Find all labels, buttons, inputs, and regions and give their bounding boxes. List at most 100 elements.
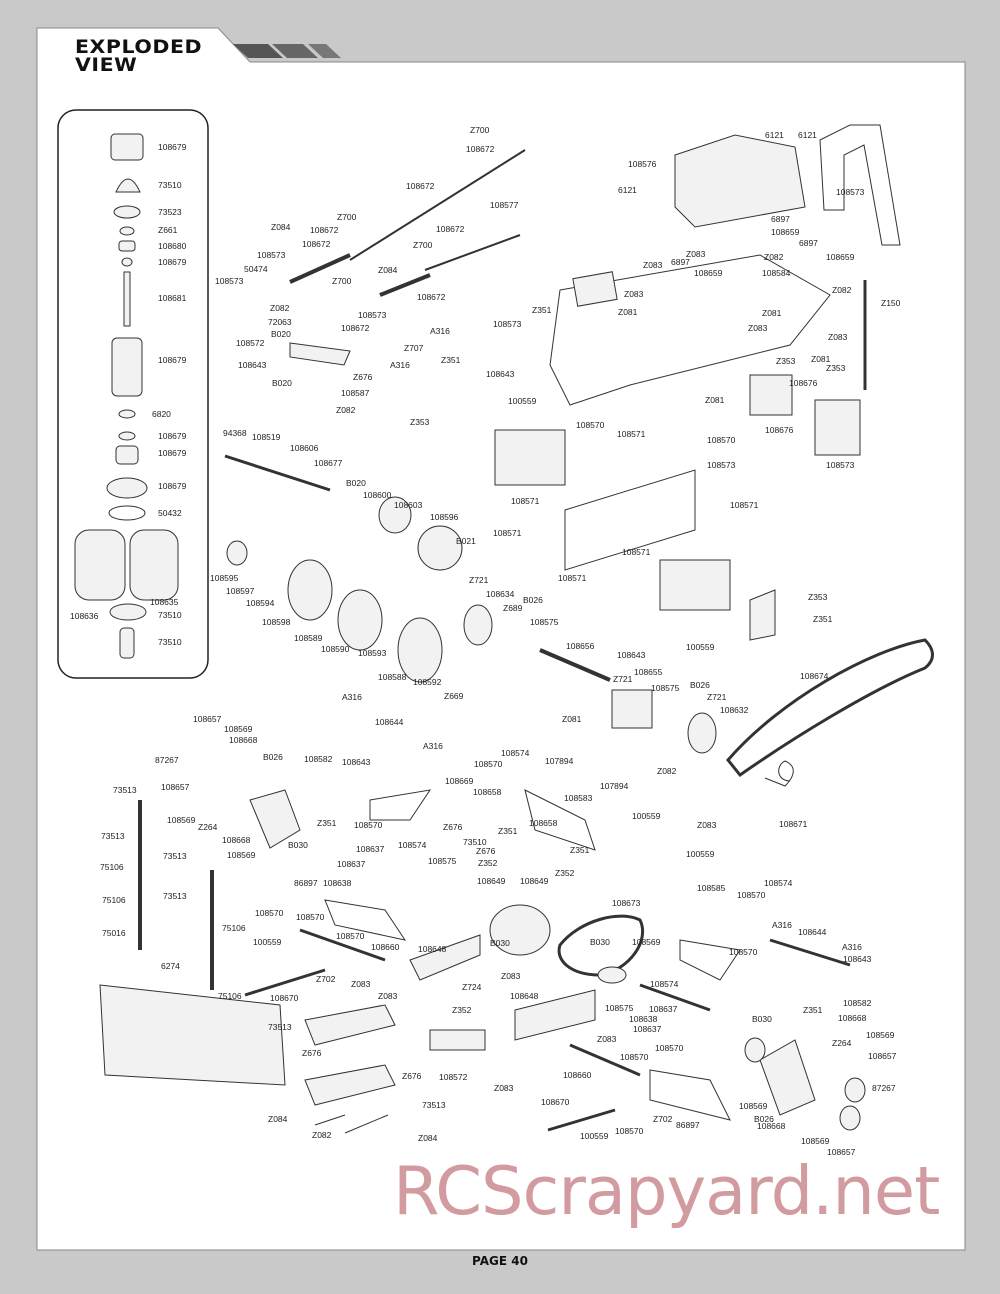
part-number-label: 108569: [224, 724, 253, 734]
part-number-label: Z082: [832, 285, 852, 295]
part-number-label: 108569: [739, 1101, 768, 1111]
link-rod: [349, 149, 526, 261]
part-number-label: Z351: [317, 818, 337, 828]
part-number-label: 108570: [255, 908, 284, 918]
part-number-label: 108583: [564, 793, 593, 803]
part-number-label: Z352: [555, 868, 575, 878]
part-number-label: 108668: [229, 735, 258, 745]
part-number-label: Z721: [469, 575, 489, 585]
part-number-label: B026: [690, 680, 710, 690]
part-number-label: 73510: [158, 180, 182, 190]
part-number-label: Z351: [498, 826, 518, 836]
part-number-label: Z707: [404, 343, 424, 353]
shock-washer: [113, 205, 141, 219]
part-number-label: Z083: [643, 260, 663, 270]
part-number-label: 108679: [158, 257, 187, 267]
part-number-label: 108575: [651, 683, 680, 693]
part-number-label: 50432: [158, 508, 182, 518]
part-number-label: 108634: [486, 589, 515, 599]
part-number-label: 86897: [294, 878, 318, 888]
shock-collar: [106, 477, 148, 499]
chassis-plate-upper: [549, 254, 831, 406]
rear-lower-arm: [649, 1069, 731, 1121]
part-number-label: 108672: [436, 224, 465, 234]
part-number-label: 108658: [529, 818, 558, 828]
part-number-label: Z353: [826, 363, 846, 373]
upper-arm: [524, 789, 596, 851]
part-number-label: 108569: [167, 815, 196, 825]
part-number-label: 108571: [511, 496, 540, 506]
part-number-label: 100559: [580, 1131, 609, 1141]
part-number-label: Z083: [501, 971, 521, 981]
part-number-label: B021: [456, 536, 476, 546]
part-number-label: Z084: [271, 222, 291, 232]
part-number-label: A316: [842, 942, 862, 952]
part-number-label: 108648: [418, 944, 447, 954]
part-number-label: 108635: [150, 597, 179, 607]
part-number-label: Z689: [503, 603, 523, 613]
part-number-label: 108570: [615, 1126, 644, 1136]
part-number-label: 108636: [70, 611, 99, 621]
belt-tensioner-spring: [764, 760, 794, 787]
part-number-label: Z676: [353, 372, 373, 382]
part-number-label: Z083: [494, 1083, 514, 1093]
part-number-label: 108672: [310, 225, 339, 235]
part-number-label: 75106: [222, 923, 246, 933]
part-number-label: 108679: [158, 481, 187, 491]
part-number-label: 75106: [218, 991, 242, 1001]
brake-disc: [287, 559, 333, 621]
part-number-label: 108643: [238, 360, 267, 370]
link-rod: [424, 234, 521, 271]
part-number-label: Z702: [653, 1114, 673, 1124]
part-number-label: 108595: [210, 573, 239, 583]
shock-piston: [115, 445, 139, 465]
part-number-label: Z351: [803, 1005, 823, 1015]
part-number-label: B026: [523, 595, 543, 605]
part-number-label: 73510: [158, 610, 182, 620]
part-number-label: 108569: [801, 1136, 830, 1146]
shock-parts-panel: [57, 109, 209, 679]
brake-disc: [337, 589, 383, 651]
part-number-label: Z083: [697, 820, 717, 830]
part-number-label: 108655: [634, 667, 663, 677]
part-number-label: 108676: [765, 425, 794, 435]
part-number-label: 108680: [158, 241, 187, 251]
part-number-label: 100559: [686, 849, 715, 859]
part-number-label: Z721: [707, 692, 727, 702]
part-number-label: Z083: [748, 323, 768, 333]
header-accent-bar: [272, 44, 318, 58]
part-number-label: 108637: [633, 1024, 662, 1034]
part-number-label: Z676: [476, 846, 496, 856]
part-number-label: 73513: [113, 785, 137, 795]
part-number-label: 108674: [800, 671, 829, 681]
part-number-label: 108569: [227, 850, 256, 860]
part-number-label: 108657: [827, 1147, 856, 1157]
part-number-label: B030: [590, 937, 610, 947]
part-number-label: Z083: [597, 1034, 617, 1044]
spur-gear: [397, 617, 443, 683]
part-number-label: 6897: [771, 214, 790, 224]
part-number-label: A316: [430, 326, 450, 336]
part-number-label: A316: [772, 920, 792, 930]
part-number-label: 108606: [290, 443, 319, 453]
pulley: [463, 604, 493, 646]
part-number-label: B020: [272, 378, 292, 388]
part-number-label: Z700: [337, 212, 357, 222]
part-number-label: 75106: [102, 895, 126, 905]
part-number-label: Z082: [270, 303, 290, 313]
part-number-label: Z083: [686, 249, 706, 259]
part-number-label: 108593: [358, 648, 387, 658]
part-number-label: 6274: [161, 961, 180, 971]
part-number-label: 108587: [341, 388, 370, 398]
wheel-hex: [839, 1105, 861, 1131]
part-number-label: Z700: [332, 276, 352, 286]
part-number-label: 108672: [406, 181, 435, 191]
part-number-label: 75106: [100, 862, 124, 872]
part-number-label: Z083: [378, 991, 398, 1001]
servo: [494, 429, 566, 486]
part-number-label: 108575: [530, 617, 559, 627]
part-number-label: 108643: [486, 369, 515, 379]
part-number-label: Z353: [410, 417, 430, 427]
part-number-label: 108644: [798, 927, 827, 937]
part-number-label: 108585: [697, 883, 726, 893]
